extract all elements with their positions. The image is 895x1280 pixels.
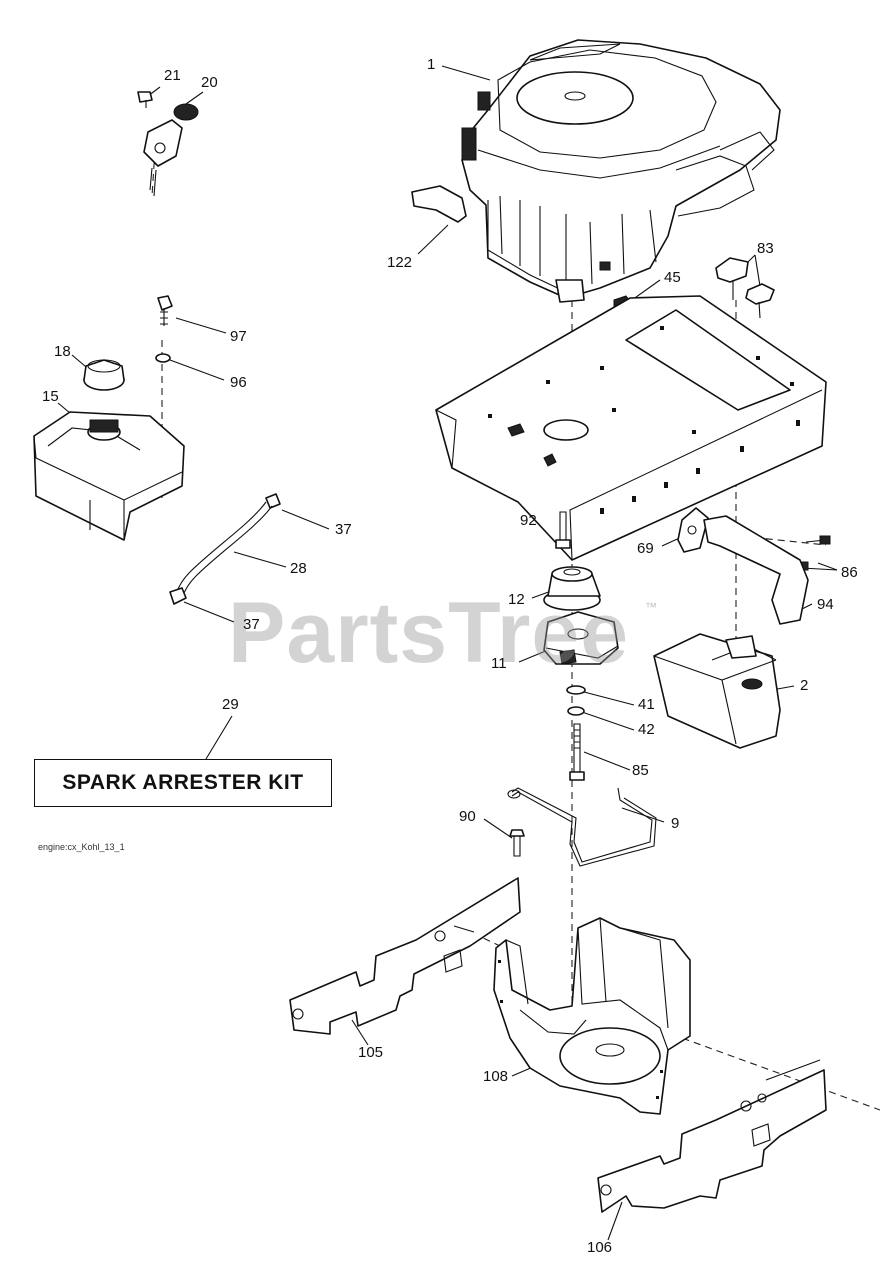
callout-15: 15 (42, 388, 59, 405)
callout-69: 69 (637, 540, 654, 557)
part-2-muffler (653, 633, 781, 749)
callout-42: 42 (638, 721, 655, 738)
callout-18: 18 (54, 343, 71, 360)
callout-2: 2 (800, 677, 809, 694)
part-83-knobs (715, 257, 775, 319)
callout-96: 96 (230, 374, 247, 391)
part-20-ignition-switch (143, 103, 199, 197)
part-69-gasket (677, 507, 709, 553)
callout-9: 9 (671, 815, 680, 832)
part-97-screw (157, 295, 173, 326)
spark-arrester-kit-label: SPARK ARRESTER KIT (62, 771, 304, 794)
callout-11: 11 (491, 655, 507, 672)
callout-20: 20 (201, 74, 218, 91)
part-90-bolt (509, 829, 525, 857)
callout-45: 45 (664, 269, 681, 286)
callout-92: 92 (520, 512, 537, 529)
fuel-line-assembly (169, 493, 281, 605)
watermark-text: PartsTree (228, 585, 630, 681)
part-108-shroud (493, 917, 691, 1115)
callout-97: 97 (230, 328, 247, 345)
callout-90: 90 (459, 808, 476, 825)
part-94-exhaust-pipe (703, 515, 809, 625)
part-85-bolt (569, 723, 585, 781)
callout-105: 105 (358, 1044, 384, 1061)
part-106-side-plate (597, 1059, 827, 1213)
callout-21: 21 (164, 67, 181, 84)
spark-arrester-kit-box: SPARK ARRESTER KIT (34, 759, 332, 807)
callout-37-upper: 37 (335, 521, 352, 538)
part-92-bolt (555, 511, 571, 549)
callout-85: 85 (632, 762, 649, 779)
callout-41: 41 (638, 696, 655, 713)
part-41-washer (566, 685, 586, 695)
part-42-washer (567, 706, 585, 716)
part-12-pulley (543, 566, 601, 611)
drawing-id: engine:cx_Kohl_13_1 (38, 842, 125, 852)
callout-83: 83 (757, 240, 774, 257)
part-11-clutch (543, 611, 619, 665)
engine-mounting-frame (435, 295, 827, 561)
callout-12: 12 (508, 591, 525, 608)
callout-122: 122 (387, 254, 413, 271)
part-122-bracket (411, 185, 467, 223)
watermark-trademark: ™ (645, 600, 657, 614)
part-105-side-plate (289, 877, 521, 1035)
callout-94: 94 (817, 596, 834, 613)
part-9-rod (507, 787, 657, 867)
callout-86: 86 (841, 564, 858, 581)
part-21-bolt (137, 91, 153, 108)
engine-assembly (461, 39, 781, 303)
part-96-washer (155, 353, 171, 363)
callout-28: 28 (290, 560, 307, 577)
callout-37-lower: 37 (243, 616, 260, 633)
part-18-fuel-cap (83, 359, 125, 391)
callout-106: 106 (587, 1239, 613, 1256)
callout-1: 1 (427, 56, 436, 73)
part-15-fuel-tank (33, 411, 185, 541)
callout-108: 108 (483, 1068, 509, 1085)
frame-holes (488, 326, 800, 514)
callout-29: 29 (222, 696, 239, 713)
